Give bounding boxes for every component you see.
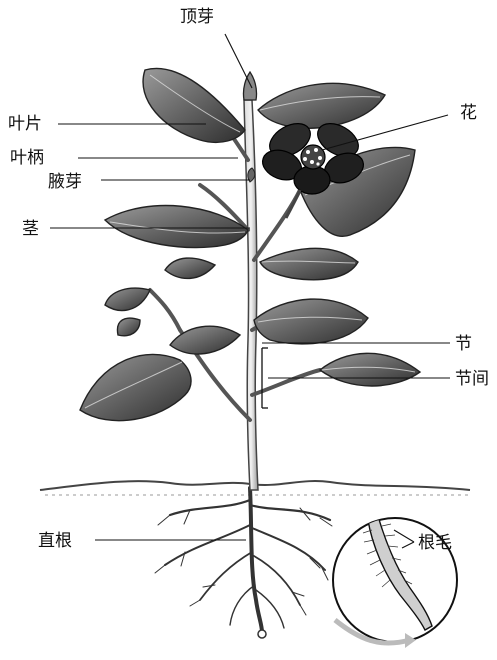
- leaf-left-bottom: [80, 354, 191, 420]
- leaf-right-node: [254, 299, 368, 344]
- node-marker: [262, 348, 268, 408]
- leaf-left-tiny: [117, 318, 140, 336]
- leaf-left-lower: [105, 288, 150, 310]
- label-node: 节: [455, 334, 472, 354]
- label-root-hair: 根毛: [418, 533, 452, 553]
- leaf-right-mid: [260, 248, 358, 279]
- label-taproot: 直根: [38, 531, 72, 551]
- leaf-right-lower: [320, 353, 420, 386]
- label-internode: 节间: [455, 369, 489, 389]
- label-leaf-blade: 叶片: [8, 114, 42, 134]
- label-petiole: 叶柄: [10, 148, 44, 168]
- leaf-left-small: [165, 258, 215, 278]
- label-flower: 花: [460, 103, 477, 123]
- apical-bud: [243, 72, 256, 100]
- label-apical-bud: 顶芽: [180, 7, 214, 27]
- label-stem: 茎: [22, 219, 39, 239]
- leaf-left-mid: [105, 206, 248, 248]
- root-system: [155, 488, 332, 638]
- label-axillary-bud: 腋芽: [48, 172, 82, 192]
